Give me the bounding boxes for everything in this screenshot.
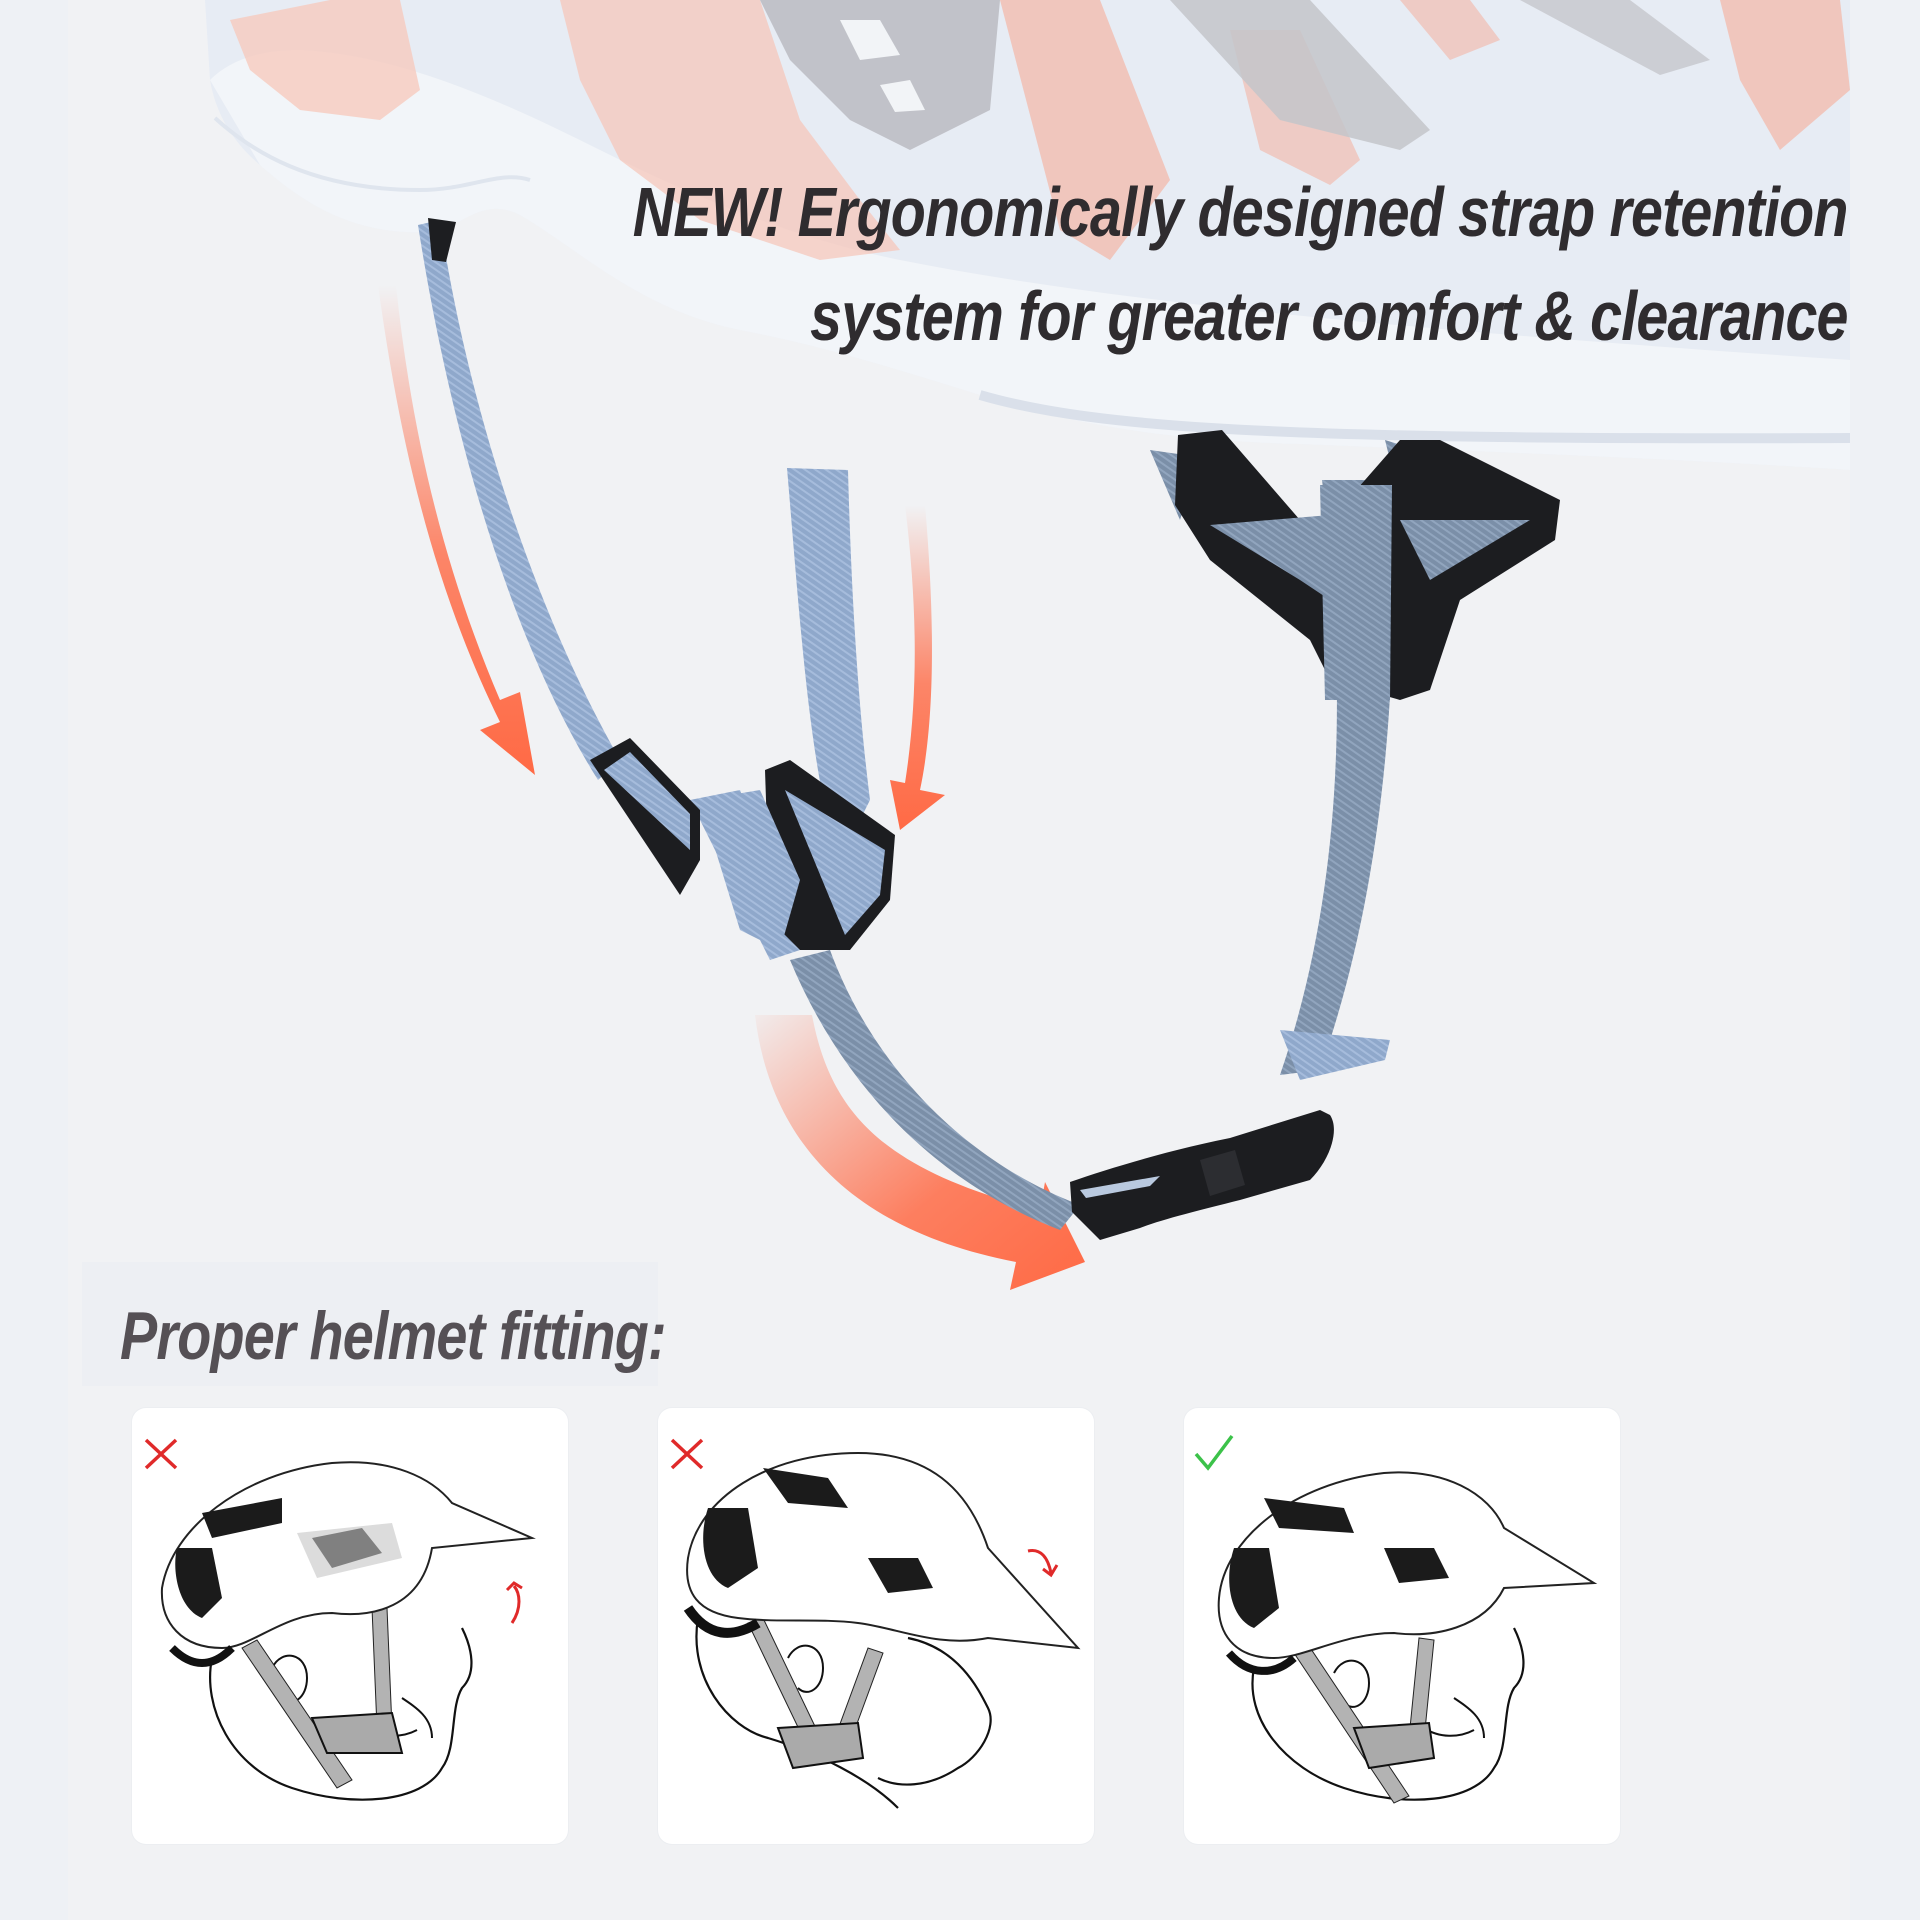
arrow-up-curve-icon <box>505 1581 523 1624</box>
chin-strap-left <box>418 218 620 780</box>
headline-line-1: NEW! Ergonomically designed strap retent… <box>633 173 1849 251</box>
down-arrow-middle <box>890 505 945 830</box>
down-arrow-left <box>378 285 535 775</box>
fitting-card-incorrect-tilted-forward <box>658 1408 1094 1844</box>
headline: NEW! Ergonomically designed strap retent… <box>633 160 1849 368</box>
cross-icon <box>144 1438 178 1470</box>
side-release-buckle <box>1070 1110 1334 1240</box>
section-title: Proper helmet fitting: <box>120 1298 667 1374</box>
cross-icon <box>670 1438 704 1470</box>
arrow-down-curve-icon <box>1027 1548 1059 1578</box>
helmet-shell <box>205 0 1851 470</box>
fitting-card-incorrect-tilted-back <box>132 1408 568 1844</box>
helmet-fitting-drawing <box>683 1451 1081 1809</box>
section-title-band <box>82 1262 658 1386</box>
strap-slider-buckle <box>590 738 895 950</box>
check-icon <box>1194 1434 1234 1471</box>
helmet-strap-illustration <box>205 0 1851 1290</box>
curved-arrow-bottom <box>755 1015 1085 1290</box>
helmet-fitting-drawing <box>160 1461 536 1801</box>
helmet-fitting-drawing <box>1217 1471 1598 1804</box>
headline-line-2: system for greater comfort & clearance <box>810 277 1848 355</box>
y-strap-divider <box>1175 430 1560 700</box>
fitting-card-correct <box>1184 1408 1620 1844</box>
chin-strap-middle <box>787 468 870 860</box>
